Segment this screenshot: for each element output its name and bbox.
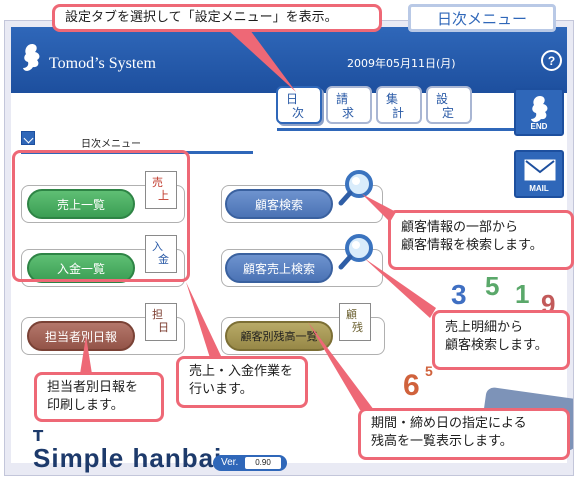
menu-tag: 日次メニュー <box>408 4 556 32</box>
sales-deposit-note-line1: 売上・入金作業を <box>189 364 294 379</box>
tab-billing[interactable]: 請求 <box>326 86 372 124</box>
deco-number-5: 5 <box>485 271 500 301</box>
customer-sales-search-button[interactable]: 顧客売上検索 <box>225 253 333 283</box>
tab-settings-line2: 定 <box>442 106 455 120</box>
report-doc-line1: 担 <box>152 308 163 321</box>
sales-deposit-note-line2: 行います。 <box>189 382 253 397</box>
tab-totals[interactable]: 集計 <box>376 86 422 124</box>
product-name: Simple hanbai <box>33 443 223 473</box>
balance-note-line1: 期間・締め日の指定による <box>371 416 527 431</box>
customer-balance-list-button[interactable]: 顧客別残高一覧 <box>225 321 333 351</box>
tab-billing-line2: 求 <box>342 106 355 120</box>
report-callout: 担当者別日報を 印刷します。 <box>34 372 164 422</box>
sales-doc-line2: 上 <box>158 189 169 202</box>
app-header: Tomod’s System 2009年05月11日(月) ? <box>11 27 567 93</box>
tab-billing-line1: 請 <box>336 92 349 106</box>
magnifier-icon <box>338 170 373 206</box>
report-note-line2: 印刷します。 <box>47 398 124 413</box>
end-button[interactable]: END <box>514 88 564 136</box>
tab-totals-line1: 集 <box>386 92 399 106</box>
version-number: 0.90 <box>245 457 281 469</box>
tab-daily-line1: 日 <box>286 92 299 106</box>
version-badge: Ver. 0.90 <box>213 455 287 471</box>
deposit-list-button[interactable]: 入金一覧 <box>27 253 135 283</box>
deposit-doc-line2: 金 <box>158 253 169 266</box>
tab-daily[interactable]: 日次 <box>276 86 322 124</box>
gecko-end-icon <box>531 96 548 122</box>
report-note-line1: 担当者別日報を <box>47 380 139 395</box>
customer-search-note-line1: 顧客情報の一部から <box>401 220 519 235</box>
balance-pointer <box>308 322 374 410</box>
tab-totals-line2: 計 <box>392 106 405 120</box>
tab-underline <box>277 128 517 131</box>
sales-search-pointer <box>364 258 436 318</box>
sales-search-note-line1: 売上明細から <box>445 320 524 335</box>
gecko-logo-icon <box>23 44 40 71</box>
tab-settings[interactable]: 設定 <box>426 86 472 124</box>
customer-search-callout: 顧客情報の一部から 顧客情報を検索します。 <box>388 210 574 270</box>
end-label: END <box>530 122 548 131</box>
staff-daily-report-button[interactable]: 担当者別日報 <box>27 321 135 351</box>
tab-callout-pointer <box>228 30 296 92</box>
app-name: Tomod’s System <box>49 55 156 72</box>
tab-daily-line2: 次 <box>292 106 305 120</box>
sales-search-callout: 売上明細から 顧客検索します。 <box>432 310 570 370</box>
tab-settings-line1: 設 <box>436 92 449 106</box>
version-label: Ver. <box>221 457 239 468</box>
page-title: 日次メニュー <box>81 139 141 150</box>
customer-search-pointer <box>362 194 396 222</box>
deco-number-small-5: 5 <box>425 363 433 379</box>
magnifier-icon-2 <box>338 234 373 270</box>
report-doc-line2: 日 <box>158 321 169 334</box>
deco-number-6: 6 <box>403 369 420 402</box>
balance-callout: 期間・締め日の指定による 残高を一覧表示します。 <box>358 408 570 460</box>
customer-search-button[interactable]: 顧客検索 <box>225 189 333 219</box>
mail-button[interactable]: MAIL <box>514 150 564 198</box>
report-pointer <box>80 336 92 374</box>
sales-doc-icon: 売上 <box>145 171 177 209</box>
balance-note-line2: 残高を一覧表示します。 <box>371 434 513 449</box>
balance-doc-icon: 顧残 <box>339 303 371 341</box>
customer-search-note-line2: 顧客情報を検索します。 <box>401 238 543 253</box>
report-doc-icon: 担日 <box>145 303 177 341</box>
sales-list-button[interactable]: 売上一覧 <box>27 189 135 219</box>
sales-deposit-callout: 売上・入金作業を 行います。 <box>176 356 308 408</box>
sales-doc-line1: 売 <box>152 176 163 189</box>
sales-search-note-line2: 顧客検索します。 <box>445 338 548 353</box>
deco-number-1: 1 <box>515 279 530 309</box>
current-date: 2009年05月11日(月) <box>347 57 456 70</box>
deco-number-3: 3 <box>451 279 467 310</box>
mail-envelope-icon <box>524 159 556 181</box>
balance-doc-line2: 残 <box>352 321 363 334</box>
balance-doc-line1: 顧 <box>346 308 357 321</box>
product-name-top: T <box>33 427 44 445</box>
help-icon[interactable]: ? <box>541 50 562 71</box>
deposit-doc-line1: 入 <box>152 240 163 253</box>
deposit-doc-icon: 入金 <box>145 235 177 273</box>
mail-label: MAIL <box>529 184 549 193</box>
sales-deposit-highlight <box>12 150 190 282</box>
sales-deposit-pointer <box>186 282 222 358</box>
title-arrow-icon <box>21 131 35 145</box>
tab-callout: 設定タブを選択して「設定メニュー」を表示。 <box>52 4 382 32</box>
